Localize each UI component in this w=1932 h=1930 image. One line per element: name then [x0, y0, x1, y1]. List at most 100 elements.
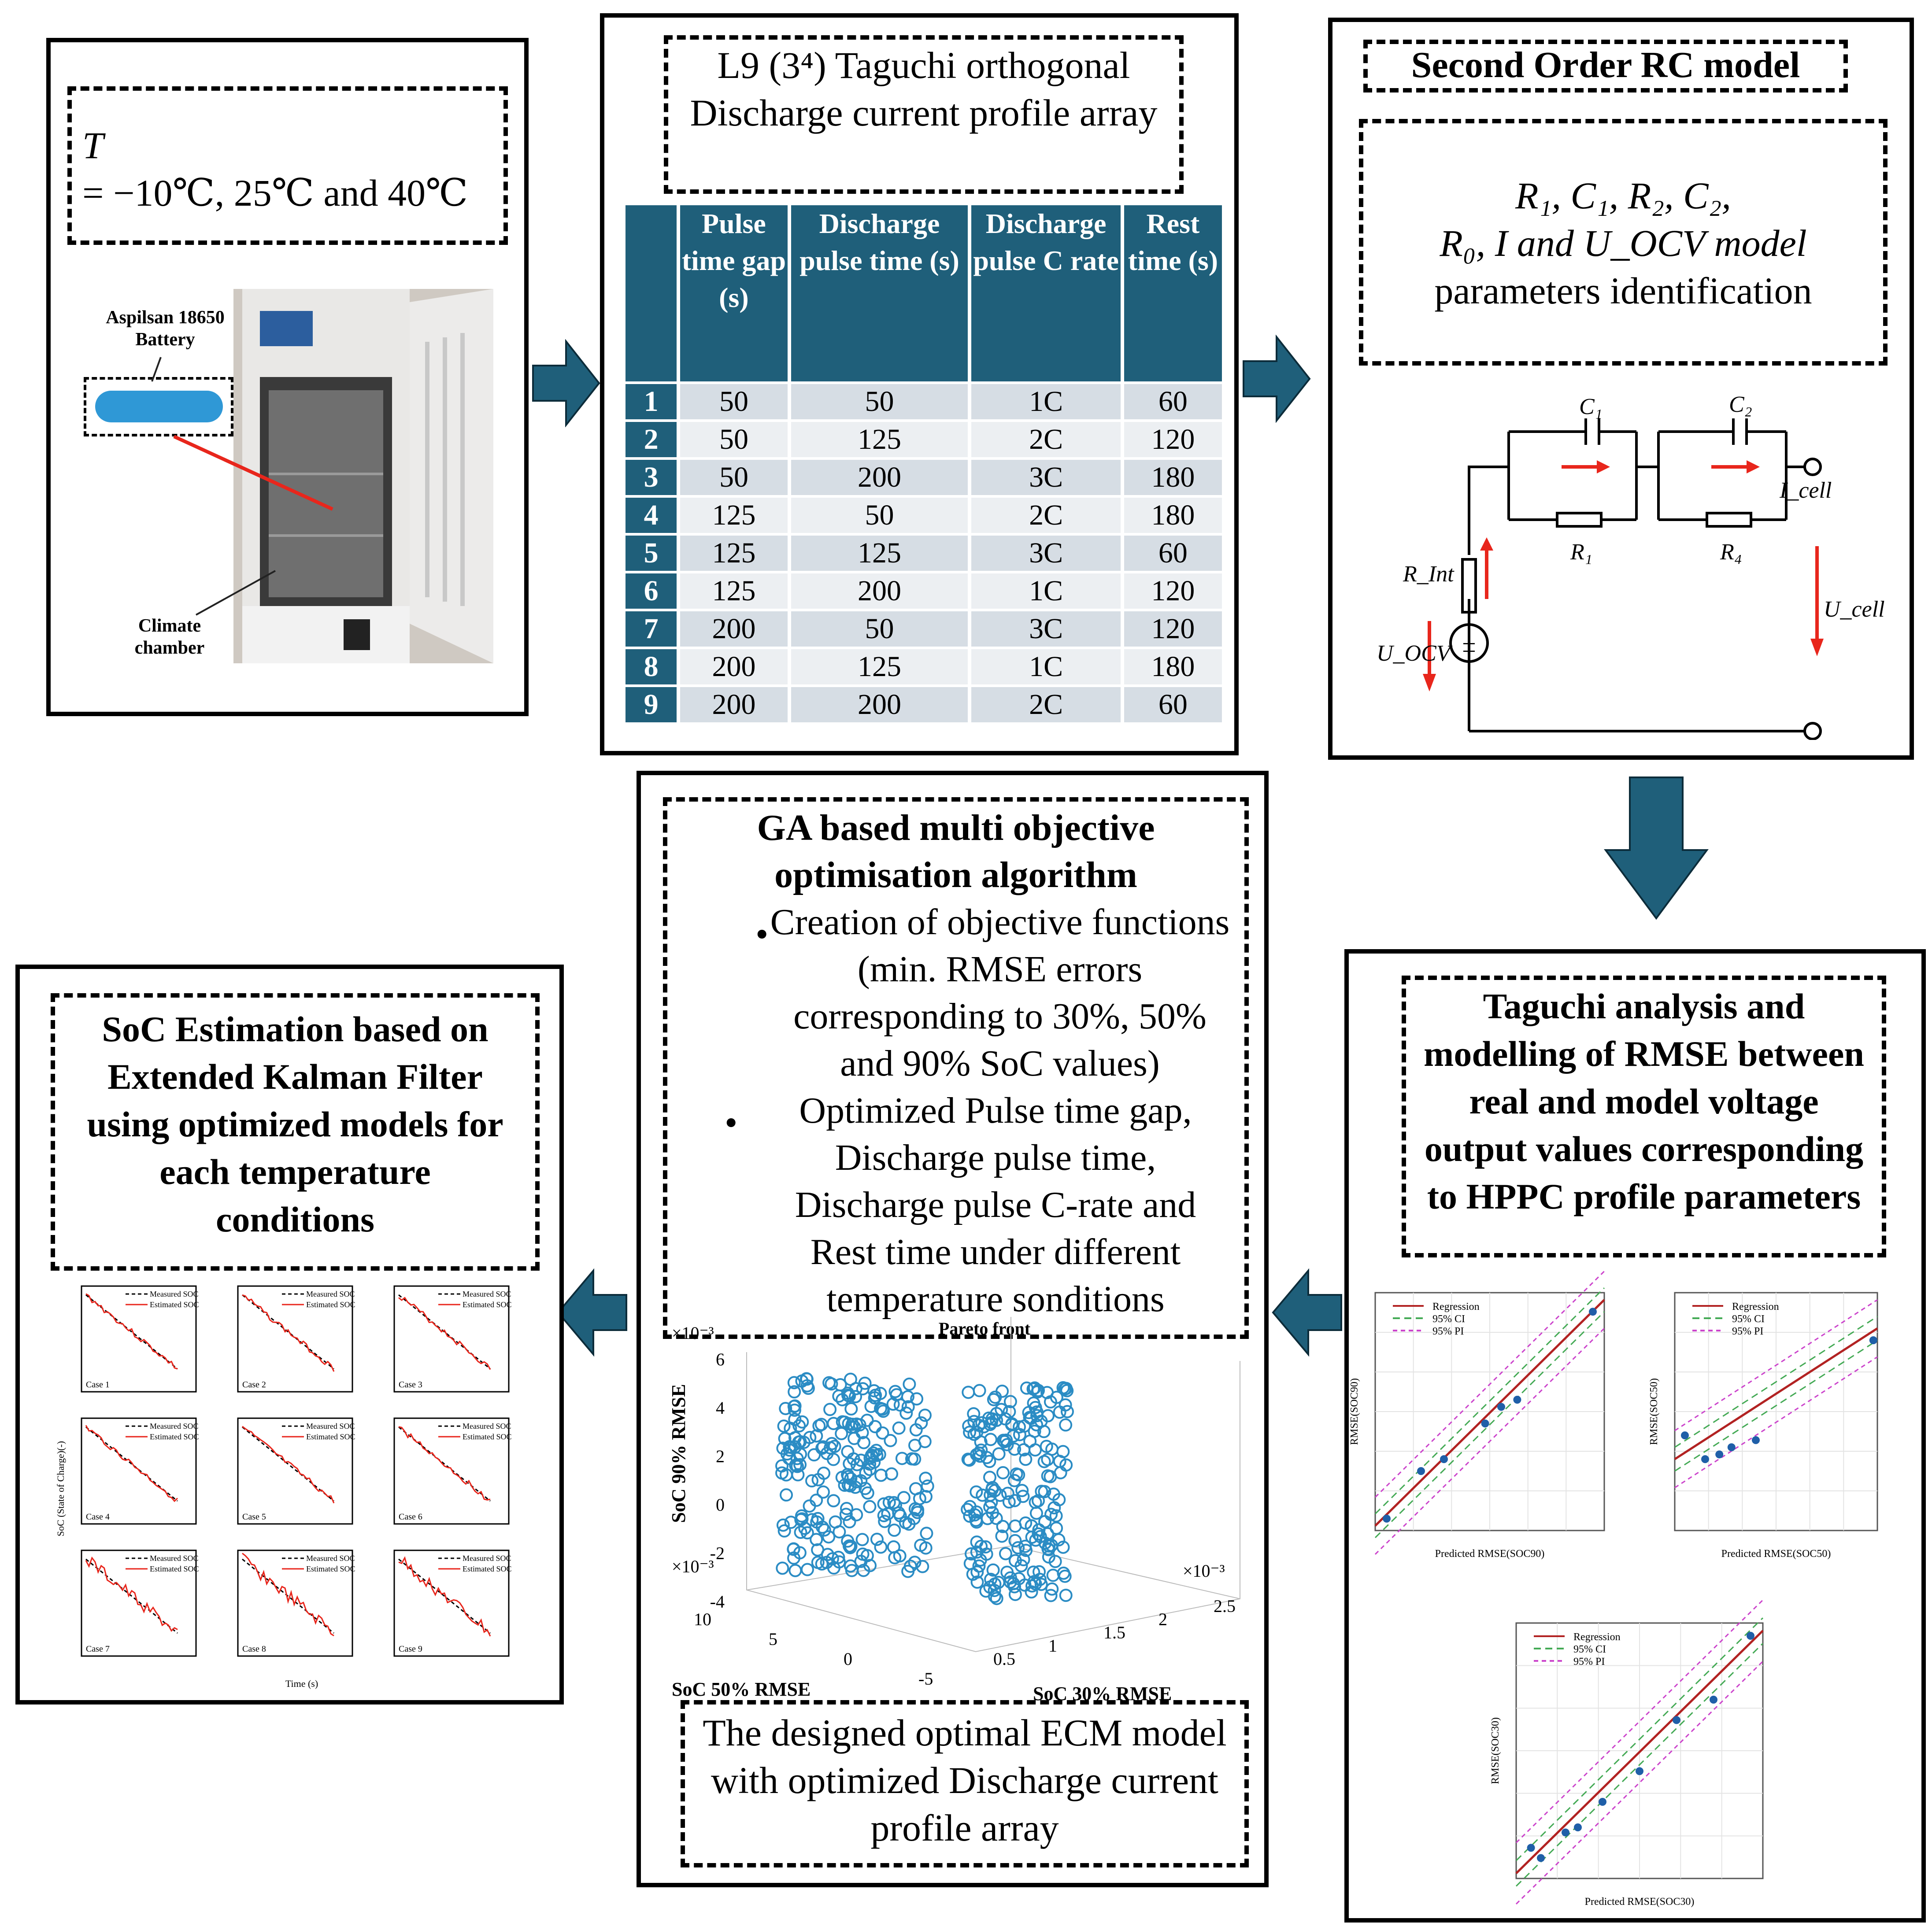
pareto-point: [841, 1388, 855, 1402]
pareto-point: [1016, 1490, 1030, 1503]
pareto-point: [1012, 1420, 1026, 1434]
row-index: 5: [625, 536, 677, 571]
taguchi-title-box: L9 (3⁴) Taguchi orthogonal Discharge cur…: [664, 35, 1184, 194]
pareto-point: [996, 1466, 1010, 1479]
y-tick-label: 1: [1048, 1636, 1057, 1656]
plot-frame: [393, 1549, 510, 1657]
table-cell: 2C: [971, 498, 1121, 533]
legend-label: Estimated SOC: [150, 1432, 199, 1441]
header-pulse-gap: Pulse time gap (s): [680, 205, 788, 381]
legend-label: Measured SOC: [463, 1422, 511, 1431]
pareto-point: [812, 1419, 826, 1433]
pareto-point: [1011, 1541, 1025, 1555]
pareto-point: [1053, 1454, 1066, 1468]
pareto-point: [820, 1446, 834, 1460]
y-tick-label: 1.5: [1103, 1623, 1125, 1642]
pareto-point: [794, 1526, 807, 1539]
pareto-point: [1046, 1568, 1060, 1582]
case-label: Case 4: [86, 1512, 110, 1522]
pareto-point: [1038, 1515, 1052, 1528]
rc-params-box: R₁, C₁, R₂, C₂, R₀, I and U_OCV model pa…: [1359, 119, 1888, 366]
data-point: [1715, 1450, 1724, 1459]
header-c-rate: Discharge pulse C rate: [971, 205, 1121, 381]
pareto-point: [795, 1374, 809, 1388]
regression-line: [1515, 1643, 1764, 1887]
table-cell: 125: [791, 649, 968, 684]
x-axis-label: Predicted RMSE(SOC90): [1435, 1548, 1545, 1560]
pareto-point: [850, 1508, 863, 1522]
pareto-point: [1015, 1484, 1029, 1497]
z-tick-label: -2: [710, 1543, 725, 1563]
legend-label: Measured SOC: [463, 1554, 511, 1563]
ga-title: GA based multi objective optimisation al…: [757, 807, 1155, 895]
pareto-point: [1025, 1585, 1038, 1599]
table-cell: 60: [1124, 536, 1222, 571]
data-point: [1681, 1431, 1689, 1439]
battery-icon: [95, 391, 223, 422]
pareto-point: [1032, 1527, 1045, 1541]
regression-line: [1674, 1339, 1878, 1472]
pareto-point: [901, 1400, 915, 1414]
pareto-point: [780, 1488, 793, 1502]
pareto-point: [984, 1572, 998, 1586]
pareto-point: [1052, 1533, 1066, 1547]
row-index: 2: [625, 422, 677, 457]
r1-label: R₁: [1570, 540, 1592, 565]
pareto-point: [970, 1575, 984, 1589]
pareto-point: [800, 1563, 814, 1576]
table-cell: 50: [791, 611, 968, 647]
rc-title: Second Order RC model: [1411, 44, 1800, 85]
pareto-point: [901, 1564, 915, 1578]
pareto-point: [1008, 1588, 1022, 1601]
pareto-point: [892, 1506, 906, 1520]
pareto-point: [1000, 1438, 1014, 1452]
pareto-point: [914, 1416, 928, 1430]
legend-label: Regression: [1732, 1301, 1779, 1313]
pareto-point: [1017, 1553, 1030, 1567]
pareto-point: [1019, 1453, 1033, 1466]
pareto-point: [1029, 1495, 1042, 1509]
legend-label: 95% CI: [1732, 1313, 1765, 1325]
pareto-point: [1033, 1573, 1047, 1586]
params-line-1: R₁, C₁, R₂, C₂,: [1515, 174, 1731, 217]
pareto-point: [882, 1496, 896, 1509]
pareto-point: [1018, 1539, 1032, 1553]
data-point: [1527, 1844, 1535, 1852]
pareto-point: [1034, 1578, 1048, 1591]
estimated-soc-line: [85, 1293, 178, 1370]
temperature-box: T = −10℃, 25℃ and 40℃: [67, 86, 508, 245]
pareto-point: [888, 1523, 901, 1537]
table-cell: 125: [791, 422, 968, 457]
pareto-point: [1044, 1589, 1058, 1602]
pareto-point: [902, 1517, 916, 1531]
pareto-point: [1013, 1428, 1026, 1442]
uocv-label: U_OCV: [1377, 641, 1453, 666]
pareto-point: [777, 1524, 791, 1538]
y-axis-label: RMSE(SOC50): [1648, 1378, 1660, 1445]
ga-bullet-2: Optimized Pulse time gap, Discharge puls…: [795, 1090, 1196, 1320]
pareto-point: [800, 1526, 814, 1540]
measured-soc-line: [85, 1558, 178, 1634]
ga-bullet-1: Creation of objective functions (min. RM…: [770, 902, 1230, 1084]
params-line-3: parameters identification: [1434, 270, 1812, 312]
measured-soc-line: [398, 1294, 491, 1370]
pareto-point: [835, 1427, 848, 1440]
table-cell: 1C: [971, 649, 1121, 684]
temperature-values: = −10℃, 25℃ and 40℃: [82, 172, 468, 214]
pareto-title: Pareto front: [939, 1319, 1031, 1338]
pareto-point: [967, 1407, 981, 1420]
pareto-point: [839, 1508, 853, 1521]
soc-title: SoC Estimation based on Extended Kalman …: [87, 1009, 503, 1239]
pareto-point: [784, 1421, 797, 1435]
pareto-point: [1030, 1409, 1044, 1423]
pareto-point: [874, 1540, 888, 1554]
data-point: [1417, 1467, 1425, 1475]
pareto-point: [811, 1512, 825, 1525]
pareto-point: [1058, 1382, 1072, 1396]
header-pulse-time: Discharge pulse time (s): [791, 205, 968, 381]
axis-edge: [746, 1352, 1240, 1653]
data-point: [1636, 1767, 1643, 1775]
